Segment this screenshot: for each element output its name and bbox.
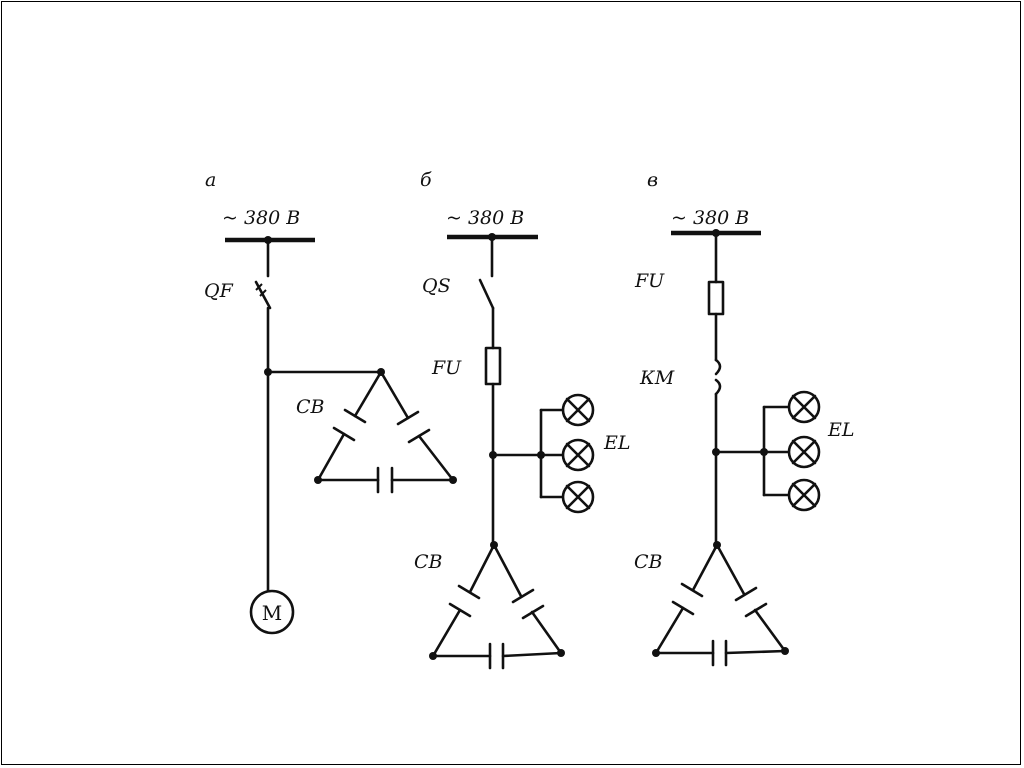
motor-symbol (249, 589, 295, 635)
contactor-km-label: КМ (639, 367, 675, 389)
diagram-a: а ~ 380 В QF (204, 169, 457, 635)
switch-qs-symbol (478, 278, 495, 310)
fuse-fu-symbol (707, 280, 725, 316)
lamp-icon (561, 438, 595, 472)
fuse-fu-label: FU (431, 357, 462, 379)
diagram-c-el-label: EL (827, 419, 855, 441)
breaker-qf-label: QF (204, 280, 234, 302)
diagram-c-cb-label: СВ (634, 551, 663, 573)
diagram-b-lamps (489, 393, 595, 514)
diagram-b: б ~ 380 В QS FU (414, 169, 631, 670)
diagram-c-label: в (647, 169, 658, 191)
lamp-icon (787, 435, 821, 469)
fuse-fu-symbol (484, 346, 502, 386)
lamp-icon (787, 478, 821, 512)
diagram-a-voltage: ~ 380 В (222, 207, 300, 229)
diagram-a-label: а (205, 169, 216, 191)
breaker-qf-symbol (254, 280, 272, 310)
contactor-km-symbol (714, 358, 722, 396)
diagram-b-label: б (420, 169, 432, 191)
fuse-fu-label: FU (634, 270, 665, 292)
diagram-a-capacitor-bank (314, 368, 457, 494)
diagram-c-lamps (712, 390, 821, 512)
diagram-a-cb-label: СВ (296, 396, 325, 418)
diagram-b-voltage: ~ 380 В (446, 207, 524, 229)
lamp-icon (561, 393, 595, 427)
motor-label: M (262, 601, 282, 625)
lamp-icon (561, 480, 595, 514)
diagram-b-el-label: EL (603, 432, 631, 454)
diagram-c-voltage: ~ 380 В (671, 207, 749, 229)
switch-qs-label: QS (422, 275, 451, 297)
diagram-b-cb-label: СВ (414, 551, 443, 573)
diagram-c-capacitor-bank (652, 541, 789, 667)
lamp-icon (787, 390, 821, 424)
diagram-c: в ~ 380 В FU КМ (634, 169, 855, 667)
diagram-b-capacitor-bank (429, 541, 565, 670)
